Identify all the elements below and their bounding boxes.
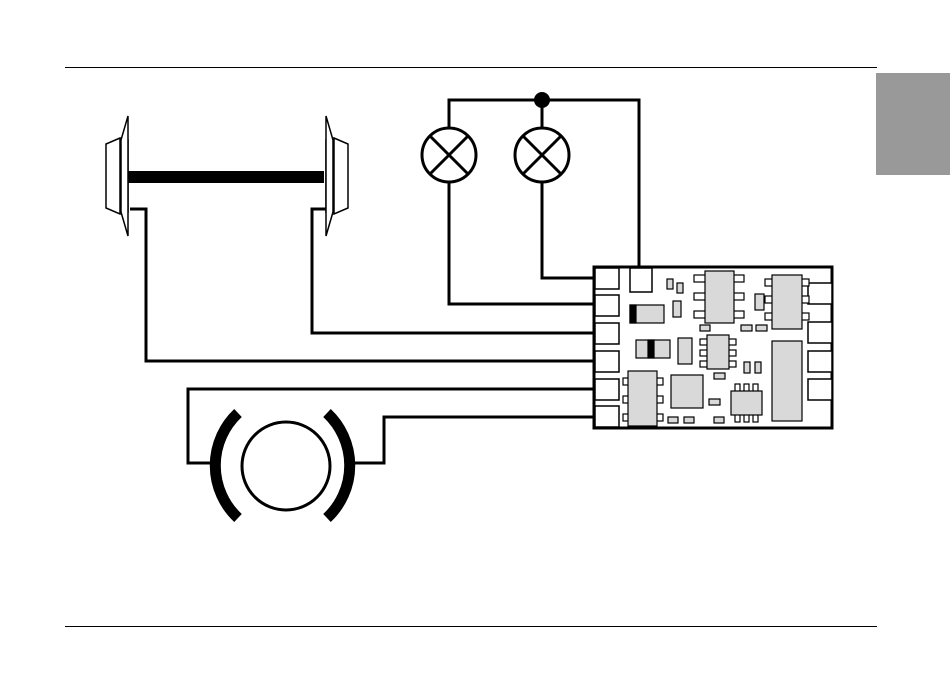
wire-lamp-front xyxy=(449,182,594,304)
wire-left-wheel xyxy=(130,209,594,361)
motor xyxy=(215,413,349,518)
right-wheel xyxy=(326,116,348,236)
diode-middle xyxy=(636,340,670,358)
wire-right-wheel xyxy=(312,209,594,333)
ic-top-center xyxy=(694,271,744,323)
motor-magnet-left xyxy=(215,413,238,518)
lamp-front xyxy=(422,128,476,182)
wire-lamp-common xyxy=(449,100,639,268)
wire-motor-right xyxy=(355,417,594,463)
left-wheel xyxy=(106,116,128,236)
axle xyxy=(128,171,324,183)
pads-right xyxy=(808,283,832,400)
bottom-rule xyxy=(65,626,877,627)
ic-right-tall xyxy=(772,341,802,421)
lamp-rear xyxy=(515,128,569,182)
wire-lamp-rear xyxy=(542,182,594,278)
pad-top xyxy=(630,268,652,292)
ic-top-right xyxy=(765,275,809,329)
motor-rotor xyxy=(242,422,330,510)
ic-bottom-left xyxy=(623,371,663,426)
ic-middle xyxy=(700,335,736,369)
ic-square xyxy=(671,375,703,408)
ic-small-6pin xyxy=(731,384,762,422)
decoder-board xyxy=(594,267,832,428)
junction-dot xyxy=(534,92,550,108)
diode-top xyxy=(630,305,664,323)
